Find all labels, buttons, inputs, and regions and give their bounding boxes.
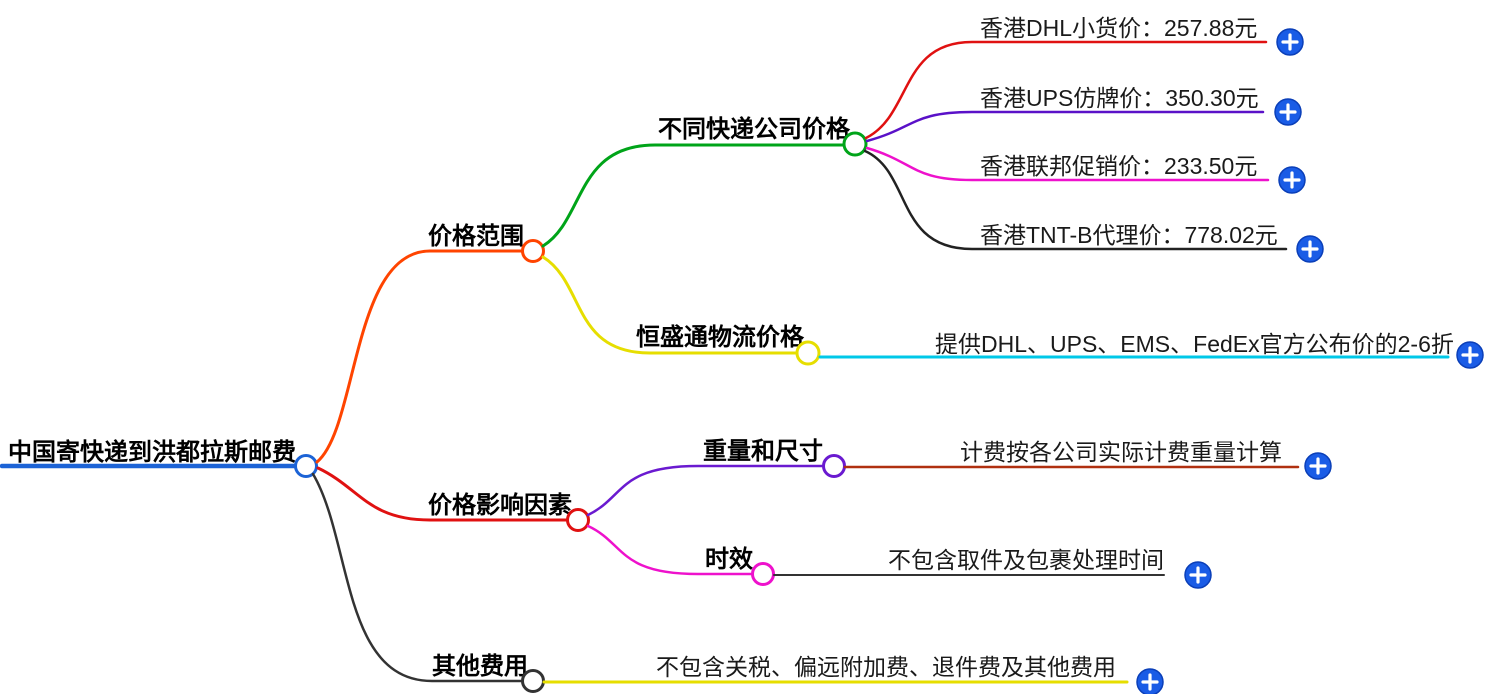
branch-price-factors-label[interactable]: 价格影响因素	[428, 491, 572, 519]
branch-timeliness-label[interactable]: 时效	[705, 545, 753, 573]
leaf-pickup-time-label[interactable]: 不包含取件及包裹处理时间	[888, 547, 1164, 573]
timeliness-node-handle[interactable]	[751, 562, 775, 586]
other-fees-node-handle[interactable]	[521, 669, 545, 693]
connector-company-prices	[541, 143, 845, 248]
leaf-hst-discount-label[interactable]: 提供DHL、UPS、EMS、FedEx官方公布价的2-6折	[935, 331, 1454, 357]
connector-dhl-price	[864, 40, 1268, 140]
leaf-tnt-price-label[interactable]: 香港TNT-B代理价：778.02元	[980, 222, 1278, 248]
leaf-other-fees-detail-label[interactable]: 不包含关税、偏远附加费、退件费及其他费用	[656, 654, 1116, 680]
connector-fedex-price	[865, 146, 1270, 182]
branch-price-range-label[interactable]: 价格范围	[428, 223, 524, 250]
root-node-handle[interactable]	[294, 454, 318, 478]
root-label[interactable]: 中国寄快递到洪都拉斯邮费	[8, 438, 296, 466]
connector-price-range	[315, 249, 524, 464]
connector-hst-logistics	[541, 255, 798, 355]
weight-size-node-handle[interactable]	[822, 454, 846, 478]
hst-logistics-node-handle[interactable]	[795, 340, 821, 366]
connector-timeliness	[586, 524, 754, 576]
leaf-billing-weight-label[interactable]: 计费按各公司实际计费重量计算	[960, 439, 1282, 465]
expand-icon[interactable]	[1136, 668, 1164, 694]
price-factors-node-handle[interactable]	[566, 508, 590, 532]
expand-icon[interactable]	[1456, 341, 1484, 369]
expand-icon[interactable]	[1278, 166, 1306, 194]
branch-other-fees-label[interactable]: 其他费用	[432, 653, 528, 680]
leaf-fedex-price-label[interactable]: 香港联邦促销价：233.50元	[980, 153, 1257, 179]
price-range-node-handle[interactable]	[521, 239, 545, 263]
leaf-ups-price-label[interactable]: 香港UPS仿牌价：350.30元	[980, 85, 1259, 111]
expand-icon[interactable]	[1274, 98, 1302, 126]
connector-other-fees	[311, 472, 523, 683]
expand-icon[interactable]	[1184, 561, 1212, 589]
expand-icon[interactable]	[1276, 28, 1304, 56]
connector-weight-size	[586, 464, 824, 517]
branch-weight-size-label[interactable]: 重量和尺寸	[703, 438, 823, 465]
connector-price-factors	[316, 466, 569, 522]
branch-hst-logistics-label[interactable]: 恒盛通物流价格	[636, 323, 805, 351]
branch-company-prices-label[interactable]: 不同快递公司价格	[658, 115, 851, 143]
expand-icon[interactable]	[1296, 235, 1324, 263]
connector-tnt-price	[863, 149, 1288, 251]
connector-ups-price	[865, 110, 1265, 143]
company-prices-node-handle[interactable]	[842, 131, 868, 157]
expand-icon[interactable]	[1304, 452, 1332, 480]
leaf-dhl-price-label[interactable]: 香港DHL小货价：257.88元	[980, 15, 1257, 41]
